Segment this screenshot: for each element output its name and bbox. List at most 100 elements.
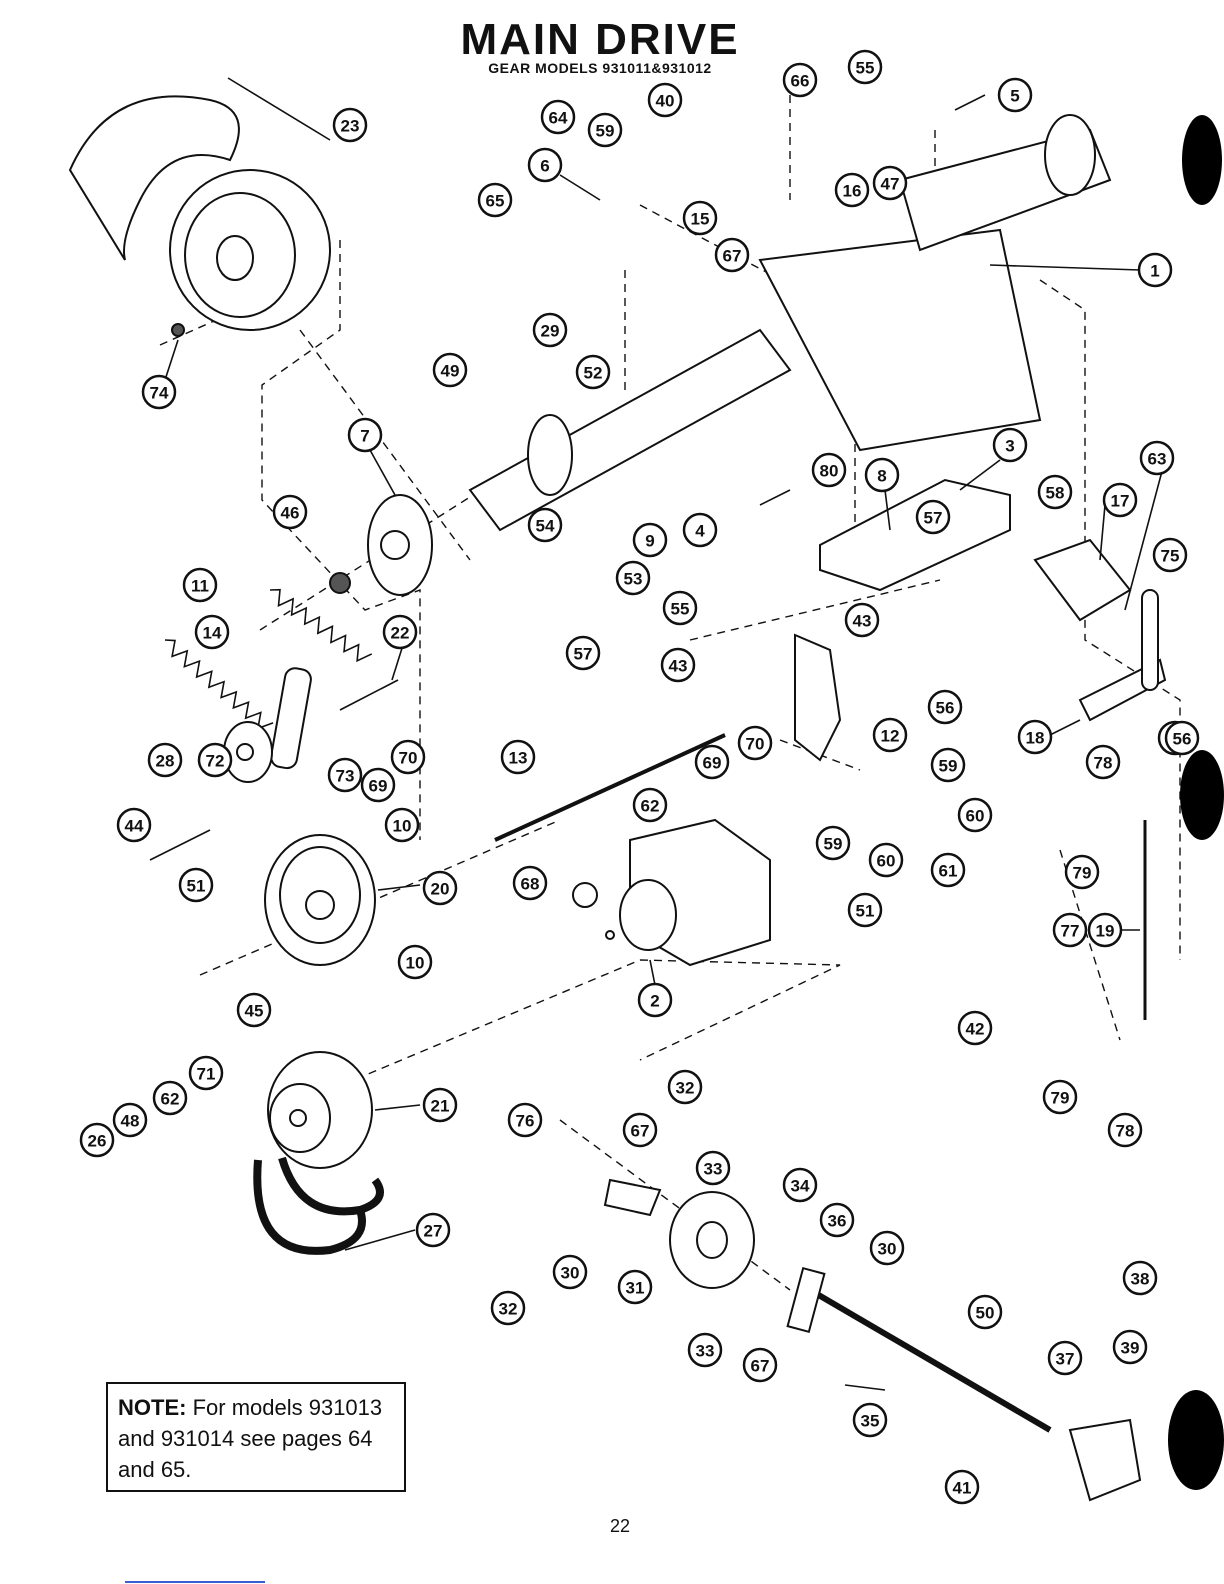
callout-number: 17: [1111, 492, 1130, 511]
callout-number: 23: [341, 117, 360, 136]
callout-circle: [815, 825, 851, 861]
callout-43: 43: [844, 602, 880, 638]
callout-22: 22: [382, 614, 418, 650]
callout-1: 1: [1137, 252, 1173, 288]
callout-circle: [662, 590, 698, 626]
callout-13: 13: [500, 739, 536, 775]
pulleys: [149, 721, 376, 1169]
callout-59: 59: [587, 112, 623, 148]
callout-2: 2: [637, 982, 673, 1018]
callout-number: 49: [441, 362, 460, 381]
callout-circle: [852, 1402, 888, 1438]
callout-60: 60: [957, 797, 993, 833]
callout-number: 43: [669, 657, 688, 676]
page-title: MAIN DRIVE: [460, 15, 740, 64]
callout-circle: [1112, 1329, 1148, 1365]
callout-circle: [552, 1254, 588, 1290]
callout-circle: [997, 77, 1033, 113]
callout-circle: [1107, 1112, 1143, 1148]
callout-55: 55: [847, 49, 883, 85]
callout-circle: [1052, 912, 1088, 948]
callout-number: 14: [203, 624, 222, 643]
callout-33: 33: [687, 1332, 723, 1368]
callout-34: 34: [782, 1167, 818, 1203]
callout-circle: [587, 112, 623, 148]
callout-number: 58: [1046, 484, 1065, 503]
callout-number: 62: [641, 797, 660, 816]
callout-circle: [864, 457, 900, 493]
callout-number: 72: [206, 752, 225, 771]
callout-69: 69: [694, 744, 730, 780]
callout-77: 77: [1052, 912, 1088, 948]
callout-33: 33: [695, 1150, 731, 1186]
callout-number: 26: [88, 1132, 107, 1151]
callout-circle: [327, 757, 363, 793]
callout-48: 48: [112, 1102, 148, 1138]
callout-56: 56: [1164, 720, 1200, 756]
callout-number: 47: [881, 175, 900, 194]
callout-16: 16: [834, 172, 870, 208]
callout-23: 23: [332, 107, 368, 143]
callout-43: 43: [660, 647, 696, 683]
callout-circle: [112, 1102, 148, 1138]
callout-circle: [930, 852, 966, 888]
callout-circle: [647, 82, 683, 118]
callout-circle: [272, 494, 308, 530]
callout-14: 14: [194, 614, 230, 650]
callout-number: 18: [1026, 729, 1045, 748]
callout-21: 21: [422, 1087, 458, 1123]
callout-circle: [1047, 1340, 1083, 1376]
callout-number: 75: [1161, 547, 1180, 566]
callout-12: 12: [872, 717, 908, 753]
callout-number: 68: [521, 875, 540, 894]
note-text: For models 931013 and 931014 see pages 6…: [118, 1395, 383, 1482]
callout-62: 62: [152, 1080, 188, 1116]
callout-number: 79: [1051, 1089, 1070, 1108]
callout-number: 45: [245, 1002, 264, 1021]
callout-circle: [347, 417, 383, 453]
callout-number: 52: [584, 364, 603, 383]
callout-circle: [930, 747, 966, 783]
callout-circle: [182, 567, 218, 603]
callout-27: 27: [415, 1212, 451, 1248]
callout-number: 62: [161, 1090, 180, 1109]
callout-circle: [847, 892, 883, 928]
callout-number: 59: [939, 757, 958, 776]
callout-circle: [141, 374, 177, 410]
callout-circle: [236, 992, 272, 1028]
callout-number: 7: [360, 427, 369, 446]
callout-61: 61: [930, 852, 966, 888]
callout-number: 56: [1173, 730, 1192, 749]
callout-58: 58: [1037, 474, 1073, 510]
callout-39: 39: [1112, 1329, 1148, 1365]
callout-55: 55: [662, 590, 698, 626]
callout-62: 62: [632, 787, 668, 823]
callout-number: 40: [656, 92, 675, 111]
callout-number: 8: [877, 467, 886, 486]
callout-circle: [384, 807, 420, 843]
page-number: 22: [609, 1516, 631, 1536]
callout-number: 51: [856, 902, 875, 921]
binding-hole-mark: [1182, 115, 1222, 205]
callout-7: 7: [347, 417, 383, 453]
callout-number: 11: [191, 577, 209, 596]
callout-number: 10: [393, 817, 412, 836]
callout-36: 36: [819, 1202, 855, 1238]
callout-57: 57: [915, 499, 951, 535]
callout-number: 16: [843, 182, 862, 201]
callout-circle: [944, 1469, 980, 1505]
callout-number: 78: [1116, 1122, 1135, 1141]
callout-10: 10: [397, 944, 433, 980]
callout-circle: [872, 165, 908, 201]
callout-80: 80: [811, 452, 847, 488]
callout-number: 56: [936, 699, 955, 718]
callout-number: 55: [856, 59, 875, 78]
callout-circle: [512, 865, 548, 901]
callout-49: 49: [432, 352, 468, 388]
callout-65: 65: [477, 182, 513, 218]
callout-number: 60: [966, 807, 985, 826]
callout-51: 51: [178, 867, 214, 903]
callout-66: 66: [782, 62, 818, 98]
callout-59: 59: [930, 747, 966, 783]
callout-number: 4: [695, 522, 705, 541]
